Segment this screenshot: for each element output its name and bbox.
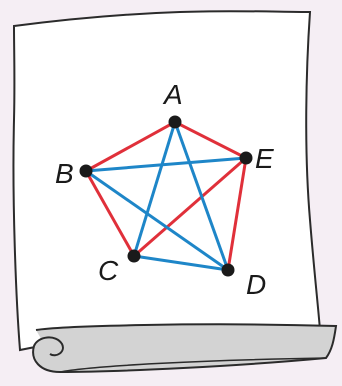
vertex-label-e: E — [255, 143, 274, 174]
paper-curl-inner — [59, 357, 327, 373]
graph: A B E C D — [55, 79, 274, 300]
blue-edges — [85, 121, 247, 272]
edge-b-c — [84, 170, 136, 257]
paper-sheet — [12, 10, 338, 374]
edge-a-b — [85, 120, 176, 173]
vertex-c — [127, 249, 141, 263]
paper-curl — [32, 323, 338, 374]
vertex-label-d: D — [246, 269, 266, 300]
edge-c-e — [133, 156, 247, 258]
vertex-labels: A B E C D — [55, 79, 274, 300]
vertex-label-b: B — [55, 158, 74, 189]
vertex-label-c: C — [98, 255, 119, 286]
edge-d-e — [226, 157, 248, 271]
edge-a-e — [174, 120, 247, 160]
paper-body — [12, 10, 322, 352]
edge-c-d — [133, 254, 229, 272]
vertex-e — [239, 151, 253, 165]
vertex-label-a: A — [162, 79, 183, 110]
vertex-a — [168, 115, 182, 129]
vertices — [79, 115, 253, 277]
edge-b-e — [85, 156, 247, 173]
vertex-b — [79, 164, 93, 178]
red-edges — [84, 120, 248, 271]
edge-b-d — [85, 169, 229, 272]
edge-a-d — [173, 121, 230, 271]
vertex-d — [221, 263, 235, 277]
edge-a-c — [132, 121, 177, 257]
